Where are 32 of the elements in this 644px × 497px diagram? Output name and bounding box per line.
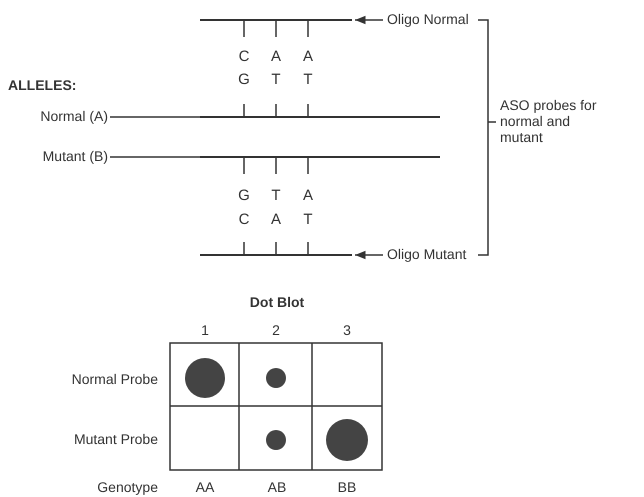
label-text: AA [196, 479, 214, 495]
column-number: 2 [272, 322, 280, 338]
chart-title: Dot Blot [250, 294, 304, 310]
base-letter: A [271, 212, 281, 228]
column-number: 1 [201, 322, 209, 338]
base-letter: C [238, 212, 250, 228]
base-letter: A [303, 49, 313, 65]
label-text: ALLELES: [8, 77, 76, 93]
base-letter: A [303, 188, 313, 204]
base-letter: A [271, 49, 281, 65]
base-letter: T [303, 212, 313, 228]
base-letter: G [238, 188, 250, 204]
label-text: Normal (A) [8, 108, 108, 126]
label-text: Mutant (B) [8, 148, 108, 166]
label-text: Genotype [97, 479, 158, 495]
base-letter: T [271, 72, 281, 88]
label-text: Normal Probe [72, 371, 158, 387]
label-text: AB [268, 479, 286, 495]
base-letter: T [271, 188, 281, 204]
label-text: Oligo Mutant [387, 246, 482, 264]
base-letter: T [303, 72, 313, 88]
label-text: ASO probes for normal and mutant [500, 97, 610, 145]
base-letter: C [238, 49, 250, 65]
leader-line [110, 116, 200, 118]
label-text: Mutant Probe [74, 431, 158, 447]
column-number: 3 [343, 322, 351, 338]
leader-line [110, 156, 200, 158]
label-text: Oligo Normal [387, 11, 482, 29]
arrow [355, 16, 383, 24]
base-letter: G [238, 72, 250, 88]
label-text: BB [338, 479, 356, 495]
arrow [355, 250, 383, 260]
